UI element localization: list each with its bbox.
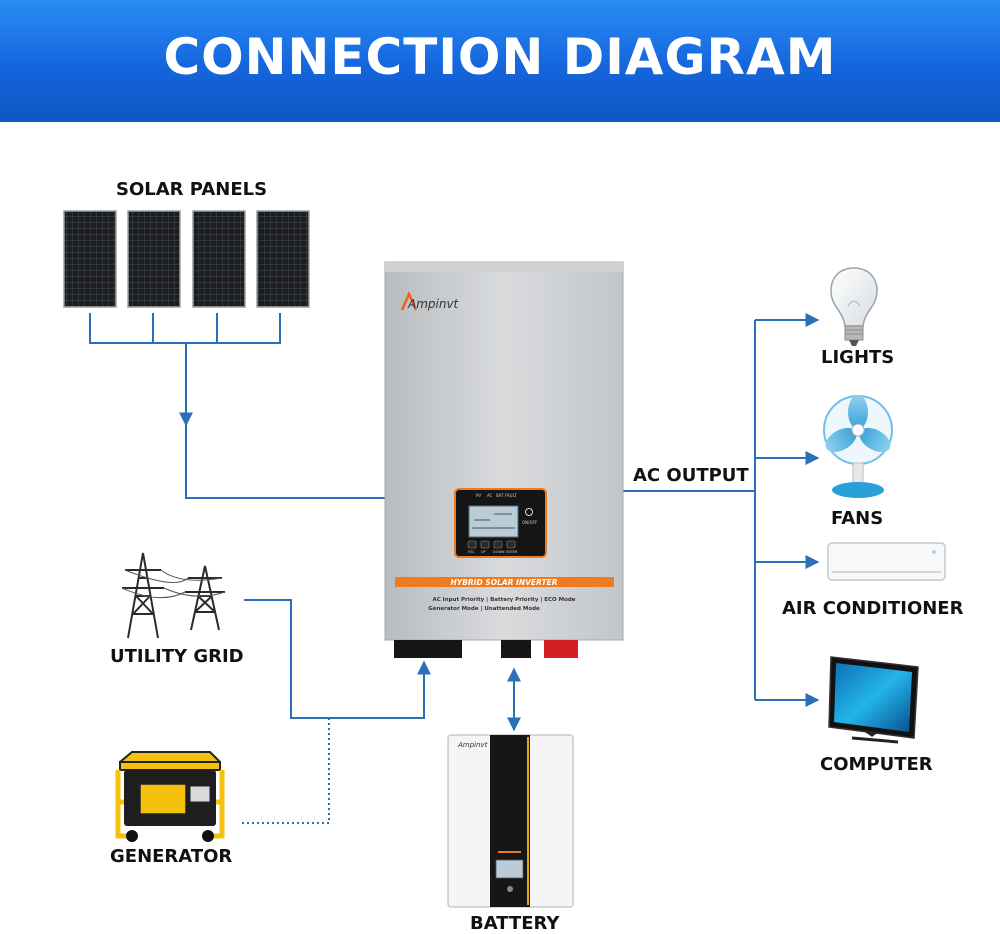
generator-to-inverter-line: [242, 718, 330, 824]
lights-label: LIGHTS: [821, 347, 895, 368]
generator-label: GENERATOR: [110, 846, 233, 867]
header-banner: CONNECTION DIAGRAM: [0, 0, 1000, 122]
button-label: DOWN: [493, 550, 505, 554]
solar-combiner-line: [89, 313, 281, 344]
solar-to-inverter-line: [185, 425, 385, 499]
button-label: ESC: [468, 550, 475, 554]
up-button[interactable]: [480, 540, 490, 549]
model-strip-label: HYBRID SOLAR INVERTER: [450, 578, 557, 587]
generator-icon: [115, 751, 225, 842]
light-bulb-icon: [830, 267, 878, 346]
air-conditioner-label: AIR CONDITIONER: [782, 598, 964, 619]
power-label: ON/OFF: [522, 520, 538, 525]
fans-label: FANS: [831, 508, 884, 529]
connector-lines: [89, 313, 820, 824]
feature-line: Generator Mode | Unattended Mode: [428, 606, 540, 612]
inverter-control-panel: PV AC BAT FAULT ON/OFF ESC UP DOWN ENTER: [454, 488, 547, 558]
power-icon: [525, 508, 533, 516]
battery-unit: Ampinvt: [447, 734, 574, 908]
feature-line: AC Input Priority | Battery Priority | E…: [432, 597, 575, 603]
battery-brand: Ampinvt: [457, 741, 488, 749]
button-label: ENTER: [506, 550, 518, 554]
solar-panel: [192, 210, 246, 308]
model-strip: [395, 577, 614, 587]
battery-label: BATTERY: [470, 913, 560, 934]
indicator-label: AC: [487, 493, 493, 498]
battery-power-icon: [507, 886, 513, 892]
solar-panel: [256, 210, 310, 308]
indicator-label: FAULT: [505, 493, 517, 498]
utility-grid-icon: [121, 552, 226, 639]
positive-terminal: [544, 640, 578, 658]
indicator-label: BAT: [496, 493, 504, 498]
ampinvt-logo: Ampinvt: [400, 290, 460, 311]
button-label: UP: [481, 550, 486, 554]
utility-grid-label: UTILITY GRID: [110, 646, 244, 667]
hybrid-inverter: Ampinvt PV AC BAT FAULT ON/OFF ESC UP DO…: [384, 261, 624, 658]
indicator-label: PV: [476, 493, 481, 498]
solar-panel: [63, 210, 117, 308]
ac-terminal: [394, 640, 462, 658]
page-title: CONNECTION DIAGRAM: [163, 28, 837, 86]
air-conditioner-icon: [827, 542, 946, 581]
down-button[interactable]: [493, 540, 503, 549]
esc-button[interactable]: [467, 540, 477, 549]
fan-icon: [823, 395, 893, 498]
negative-terminal: [501, 640, 531, 658]
lcd-screen: [468, 505, 519, 538]
computer-label: COMPUTER: [820, 754, 933, 775]
battery-display: [495, 859, 524, 879]
solar-panel: [127, 210, 181, 308]
solar-panel-array: [63, 210, 310, 308]
inverter-brand: Ampinvt: [407, 297, 460, 311]
enter-button[interactable]: [506, 540, 516, 549]
ac-output-label: AC OUTPUT: [633, 465, 749, 486]
grid-to-inverter-line: [244, 599, 431, 719]
computer-monitor-icon: [828, 656, 919, 744]
solar-panels-label: SOLAR PANELS: [116, 179, 268, 200]
